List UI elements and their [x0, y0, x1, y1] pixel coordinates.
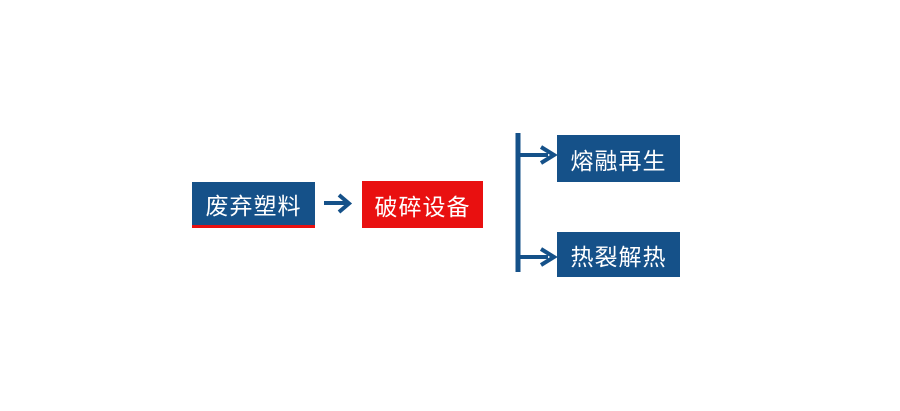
- branch-connector: [510, 128, 560, 278]
- node-outcome-pyrolysis[interactable]: 热裂解热: [557, 232, 680, 277]
- node-source[interactable]: 废弃塑料: [192, 182, 315, 228]
- branch-arrow-bottom: [518, 247, 558, 267]
- arrow-right-icon: [322, 188, 358, 220]
- node-process[interactable]: 破碎设备: [362, 181, 483, 228]
- node-outcome-label: 熔融再生: [570, 148, 667, 175]
- node-outcome-melt-regeneration[interactable]: 熔融再生: [557, 135, 680, 182]
- branch-arrow-top: [518, 145, 558, 165]
- node-outcome-label: 热裂解热: [570, 244, 667, 271]
- node-source-label: 废弃塑料: [205, 193, 302, 220]
- node-process-label: 破碎设备: [374, 194, 471, 221]
